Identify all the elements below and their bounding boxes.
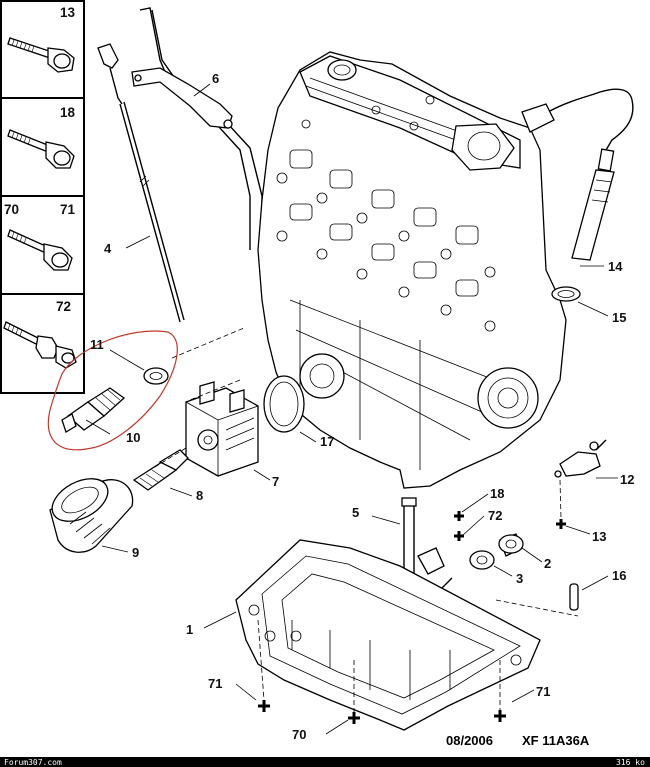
filter-adapter bbox=[132, 449, 189, 491]
legend-label-72: 72 bbox=[56, 299, 71, 314]
footer-date: 08/2006 bbox=[446, 733, 493, 748]
callout-18: 18 bbox=[490, 486, 504, 501]
bolt-70-71-icon bbox=[7, 229, 73, 271]
watermark-size: 316 ko bbox=[616, 758, 645, 767]
alignment-guides bbox=[149, 327, 579, 714]
bolt-legend-panel: 13 18 70 71 72 bbox=[0, 0, 85, 394]
callout-5: 5 bbox=[352, 505, 359, 520]
bolt-13-icon bbox=[7, 37, 75, 73]
watermark-site: Forum307.com bbox=[4, 758, 62, 767]
callout-71-left: 71 bbox=[208, 676, 222, 691]
footer-reference: XF 11A36A bbox=[522, 733, 590, 748]
callout-9: 9 bbox=[132, 545, 139, 560]
callout-1: 1 bbox=[186, 622, 193, 637]
callout-7: 7 bbox=[272, 474, 279, 489]
leader-lines bbox=[85, 83, 618, 735]
legend-label-70: 70 bbox=[4, 202, 19, 217]
callout-labels: 6 4 14 15 11 10 17 7 8 9 12 13 5 18 72 2… bbox=[90, 71, 634, 742]
temperature-sensor bbox=[521, 88, 634, 261]
dowel-pin bbox=[569, 583, 579, 611]
callout-12: 12 bbox=[620, 472, 634, 487]
oil-filter bbox=[49, 478, 134, 553]
callout-72: 72 bbox=[488, 508, 502, 523]
callout-13: 13 bbox=[592, 529, 606, 544]
sensor-seal-15 bbox=[551, 286, 581, 302]
dipstick bbox=[97, 43, 185, 323]
oil-cooler bbox=[185, 381, 259, 477]
legend-label-13: 13 bbox=[60, 5, 76, 20]
callout-10: 10 bbox=[126, 430, 140, 445]
oil-pump-bracket bbox=[554, 439, 607, 478]
callout-16: 16 bbox=[612, 568, 626, 583]
cooler-gasket-17 bbox=[263, 375, 305, 433]
bolt-18-icon bbox=[7, 129, 75, 169]
callout-17: 17 bbox=[320, 434, 334, 449]
callout-2: 2 bbox=[544, 556, 551, 571]
legend-label-18: 18 bbox=[60, 105, 76, 120]
engine-block bbox=[257, 51, 567, 489]
callout-70: 70 bbox=[292, 727, 306, 742]
callout-6: 6 bbox=[212, 71, 219, 86]
callout-11: 11 bbox=[90, 337, 104, 352]
callout-4: 4 bbox=[104, 241, 112, 256]
fastener-markers bbox=[258, 511, 566, 724]
callout-8: 8 bbox=[196, 488, 203, 503]
dipstick-guide-tube bbox=[131, 7, 263, 250]
oil-sump bbox=[235, 539, 541, 731]
drain-washer bbox=[469, 550, 495, 570]
callout-15: 15 bbox=[612, 310, 626, 325]
legend-label-71: 71 bbox=[60, 202, 76, 217]
callout-3: 3 bbox=[516, 571, 523, 586]
callout-71-right: 71 bbox=[536, 684, 550, 699]
callout-14: 14 bbox=[608, 259, 623, 274]
oil-pressure-switch-highlight bbox=[47, 330, 178, 451]
footer: 08/2006 XF 11A36A Forum307.com 316 ko bbox=[0, 733, 650, 767]
drain-plug bbox=[498, 533, 524, 557]
